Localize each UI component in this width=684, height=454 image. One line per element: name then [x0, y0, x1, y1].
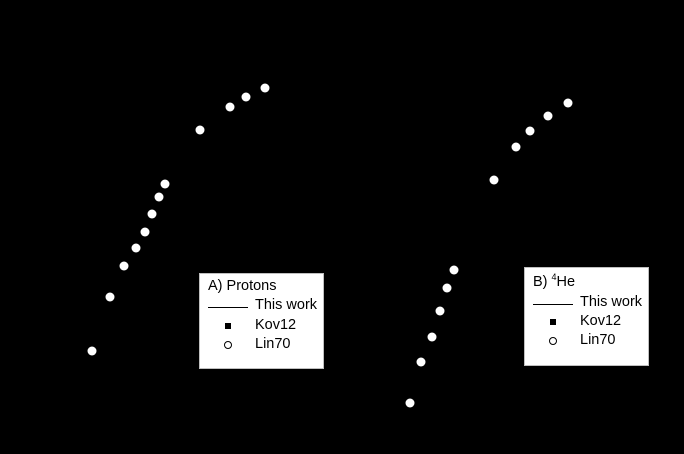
legend-title-superscript: 4: [551, 272, 557, 282]
data-point-a: [260, 83, 270, 93]
legend-helium: B) 4He This work Kov12 Lin70: [524, 267, 649, 366]
data-point-a: [147, 209, 157, 219]
legend-title-helium: B) 4He: [533, 272, 575, 290]
data-point-a: [195, 125, 205, 135]
data-point-a: [119, 261, 129, 271]
legend-title-prefix: B): [533, 274, 552, 290]
data-point-b: [563, 98, 573, 108]
legend-title-suffix: He: [556, 274, 576, 290]
legend-label: This work: [580, 294, 643, 310]
legend-label: Lin70: [255, 336, 291, 352]
legend-label: This work: [255, 297, 318, 313]
data-point-b: [489, 175, 499, 185]
data-point-a: [154, 192, 164, 202]
filled-square-icon: [208, 317, 248, 335]
legend-title-protons: A) Protons: [208, 278, 277, 294]
data-point-a: [160, 179, 170, 189]
legend-label: Kov12: [580, 313, 622, 329]
open-circle-icon: [208, 336, 248, 354]
data-point-a: [131, 243, 141, 253]
data-point-a: [241, 92, 251, 102]
data-point-b: [427, 332, 437, 342]
line-icon: [208, 297, 248, 315]
data-point-b: [525, 126, 535, 136]
filled-square-icon: [533, 313, 573, 331]
data-point-b: [405, 398, 415, 408]
data-point-b: [511, 142, 521, 152]
data-point-b: [442, 283, 452, 293]
legend-label: Kov12: [255, 317, 297, 333]
legend-label: Lin70: [580, 332, 616, 348]
data-point-b: [416, 357, 426, 367]
open-circle-icon: [533, 332, 573, 350]
data-point-b: [435, 306, 445, 316]
line-icon: [533, 294, 573, 312]
legend-protons: A) Protons This work Kov12 Lin70: [199, 273, 324, 369]
data-point-b: [543, 111, 553, 121]
data-point-a: [225, 102, 235, 112]
data-point-b: [449, 265, 459, 275]
data-point-a: [105, 292, 115, 302]
data-point-a: [140, 227, 150, 237]
data-point-a: [87, 346, 97, 356]
